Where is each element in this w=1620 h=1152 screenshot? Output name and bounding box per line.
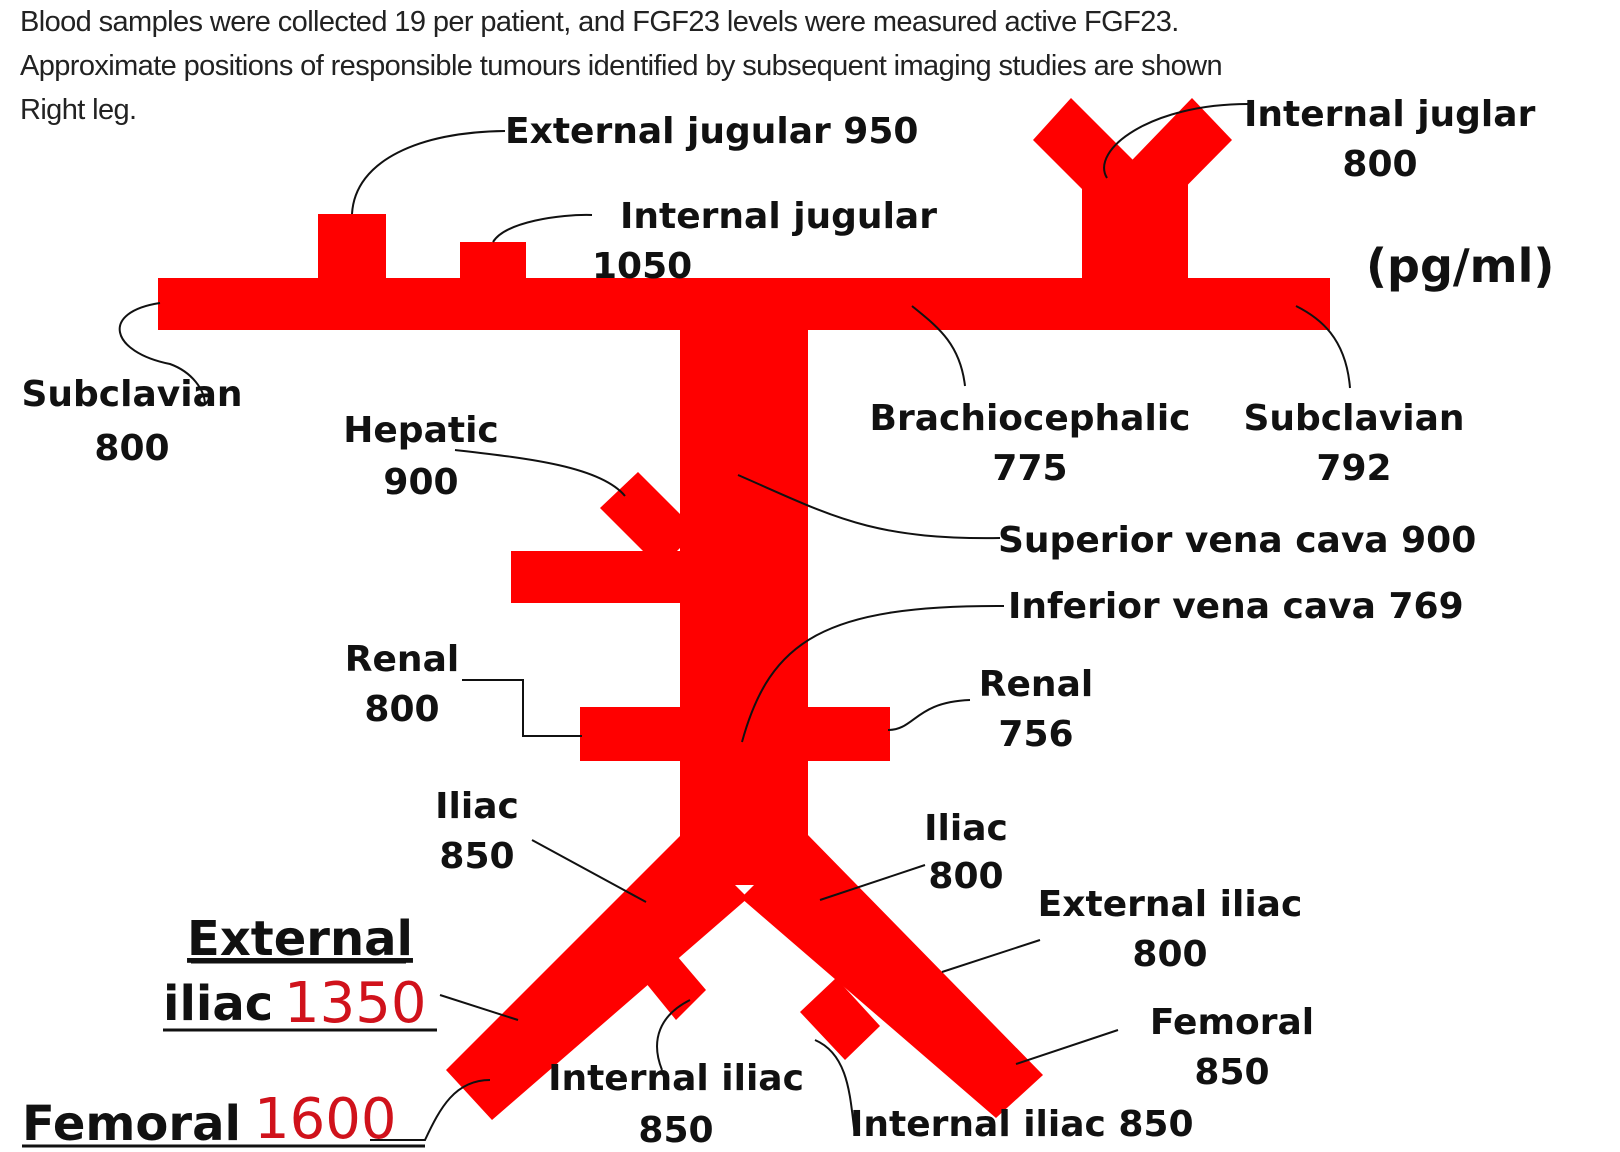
- label-hepatic-name: Hepatic: [343, 410, 499, 451]
- label-subclavian-left-value: 800: [94, 428, 169, 469]
- label-iliac-right-name: Iliac: [924, 808, 1008, 849]
- label-brachiocephalic-value: 775: [992, 448, 1067, 489]
- external-jugular-vessel: [318, 214, 386, 282]
- leader-internal-jugular-left: [493, 215, 592, 242]
- leader-hepatic: [455, 450, 625, 496]
- vena-cava-trunk: [680, 300, 808, 875]
- label-external-iliac-left-prefix: iliac: [163, 976, 273, 1032]
- label-internal-iliac-left-value: 850: [638, 1110, 713, 1151]
- leader-iliac-left: [532, 840, 646, 902]
- label-internal-jugular-left-name: Internal jugular: [620, 196, 937, 237]
- label-subclavian-right-name: Subclavian: [1243, 398, 1464, 439]
- label-brachiocephalic-name: Brachiocephalic: [870, 398, 1191, 439]
- label-iliac-left-name: Iliac: [435, 786, 519, 827]
- label-femoral-left-value: 1600: [254, 1087, 397, 1152]
- leader-renal-right: [888, 700, 970, 730]
- label-external-iliac-right-value: 800: [1132, 934, 1207, 975]
- label-renal-right-name: Renal: [979, 664, 1093, 705]
- label-superior-vena-cava: Superior vena cava 900: [998, 520, 1476, 561]
- label-femoral-right-name: Femoral: [1150, 1002, 1314, 1043]
- hepatic-branch-bar: [511, 551, 691, 603]
- label-iliac-right-value: 800: [928, 856, 1003, 897]
- unit-label: (pg/ml): [1366, 239, 1554, 293]
- label-external-iliac-right-name: External iliac: [1038, 884, 1303, 925]
- label-renal-left-name: Renal: [345, 639, 459, 680]
- label-internal-iliac-right: Internal iliac 850: [850, 1104, 1194, 1145]
- leader-external-jugular: [352, 131, 505, 214]
- label-external-iliac-left-value: 1350: [284, 971, 427, 1036]
- label-internal-jugular-left-value: 1050: [592, 246, 692, 287]
- label-external-iliac-left-name: External: [187, 911, 413, 967]
- renal-vessel: [580, 707, 890, 761]
- leader-external-iliac-left: [440, 995, 518, 1020]
- internal-jugular-left-vessel: [460, 242, 526, 282]
- label-inferior-vena-cava: Inferior vena cava 769: [1008, 586, 1464, 627]
- label-subclavian-left-name: Subclavian: [21, 374, 242, 415]
- label-internal-juglar-right-value: 800: [1342, 144, 1417, 185]
- leader-femoral-right: [1016, 1030, 1118, 1064]
- label-subclavian-right-value: 792: [1316, 448, 1391, 489]
- label-femoral-right-value: 850: [1194, 1052, 1269, 1093]
- leader-external-iliac-right: [942, 940, 1040, 972]
- leader-renal-left: [462, 680, 582, 736]
- label-external-jugular: External jugular 950: [505, 111, 918, 152]
- label-hepatic-value: 900: [383, 462, 458, 503]
- label-renal-left-value: 800: [364, 689, 439, 730]
- label-internal-juglar-right-name: Internal juglar: [1244, 94, 1536, 135]
- label-renal-right-value: 756: [998, 714, 1073, 755]
- label-iliac-left-value: 850: [439, 836, 514, 877]
- label-internal-iliac-left-name: Internal iliac: [548, 1058, 804, 1099]
- label-femoral-left-name: Femoral: [22, 1096, 241, 1152]
